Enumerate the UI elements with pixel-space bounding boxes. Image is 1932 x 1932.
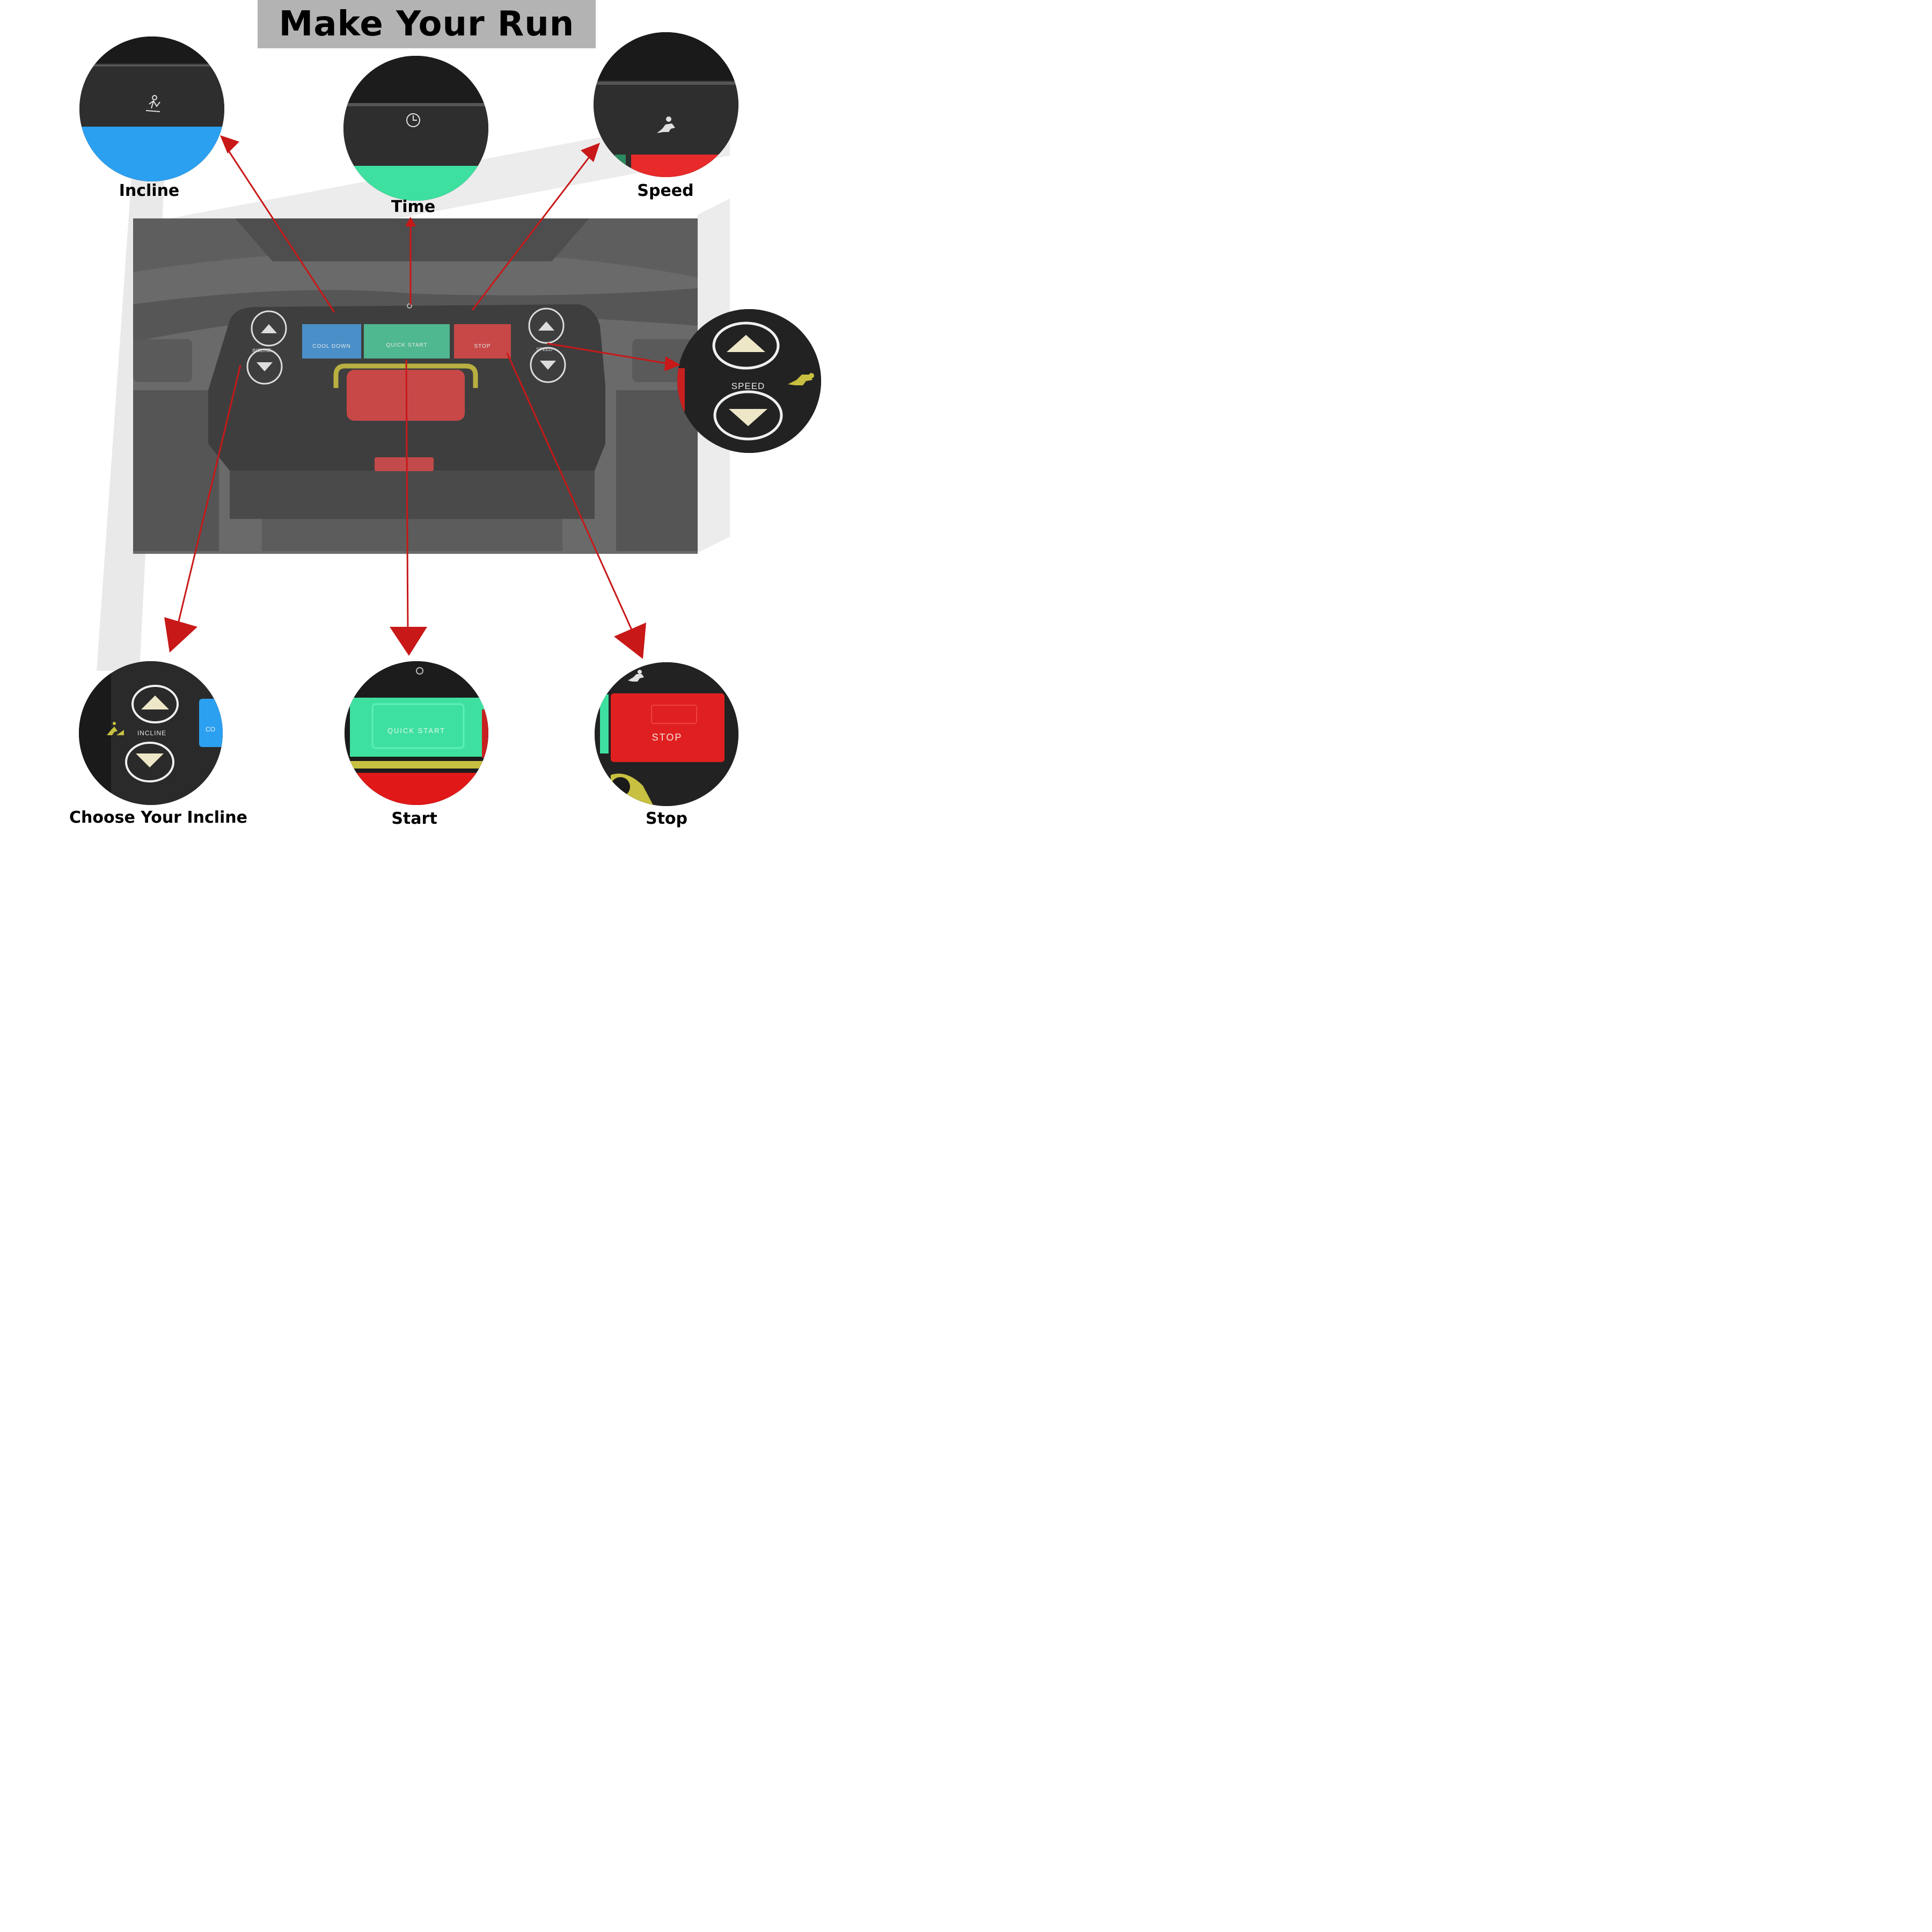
incline-runner-icon	[145, 95, 160, 112]
speed-runner-icon	[657, 116, 675, 133]
clock-icon	[406, 113, 420, 127]
caption-stop: Stop	[645, 809, 688, 828]
caption-incline: Incline	[119, 181, 180, 200]
zoom-incline-cool-down-partial: CO	[206, 726, 215, 733]
panel-speed-label: SPEED	[536, 347, 553, 352]
panel-cool-down-label: COOL DOWN	[312, 343, 351, 349]
incline-zoom-circle	[79, 36, 224, 181]
zoom-quick-start-label: QUICK START	[387, 727, 446, 735]
caption-speed: Speed	[637, 181, 694, 200]
zoom-incline-label: INCLINE	[137, 729, 167, 737]
caption-start: Start	[391, 809, 437, 828]
page-title: Make Your Run	[279, 4, 575, 44]
incline-buttons-zoom-circle: INCLINE CO	[79, 661, 223, 805]
speed-yellow-runner-icon	[788, 373, 814, 385]
speed-zoom-circle	[594, 32, 738, 177]
incline-yellow-runner-icon	[107, 722, 124, 735]
speed-down-button[interactable]	[713, 390, 783, 441]
speed-buttons-zoom-circle: SPEED	[677, 309, 821, 453]
stop-zoom-circle: STOP	[595, 662, 738, 806]
panel-incline-label: INCLINE	[252, 348, 272, 353]
zoom-stop-label: STOP	[652, 732, 683, 743]
caption-choose-incline: Choose Your Incline	[69, 808, 247, 827]
start-zoom-circle: QUICK START	[345, 661, 488, 805]
title-banner: Make Your Run	[258, 0, 596, 48]
incline-down-button[interactable]	[125, 742, 174, 782]
panel-stop-label: STOP	[474, 343, 491, 349]
stop-runner-icon	[628, 670, 644, 682]
control-panel-photo: COOL DOWN QUICK START STOP INCLINE SPEED	[133, 218, 698, 554]
panel-quick-start-label: QUICK START	[386, 342, 428, 348]
time-zoom-circle	[343, 56, 488, 201]
speed-up-button[interactable]	[712, 321, 780, 370]
caption-time: Time	[391, 197, 436, 216]
incline-up-button[interactable]	[131, 685, 179, 723]
zoom-speed-label: SPEED	[731, 381, 765, 391]
